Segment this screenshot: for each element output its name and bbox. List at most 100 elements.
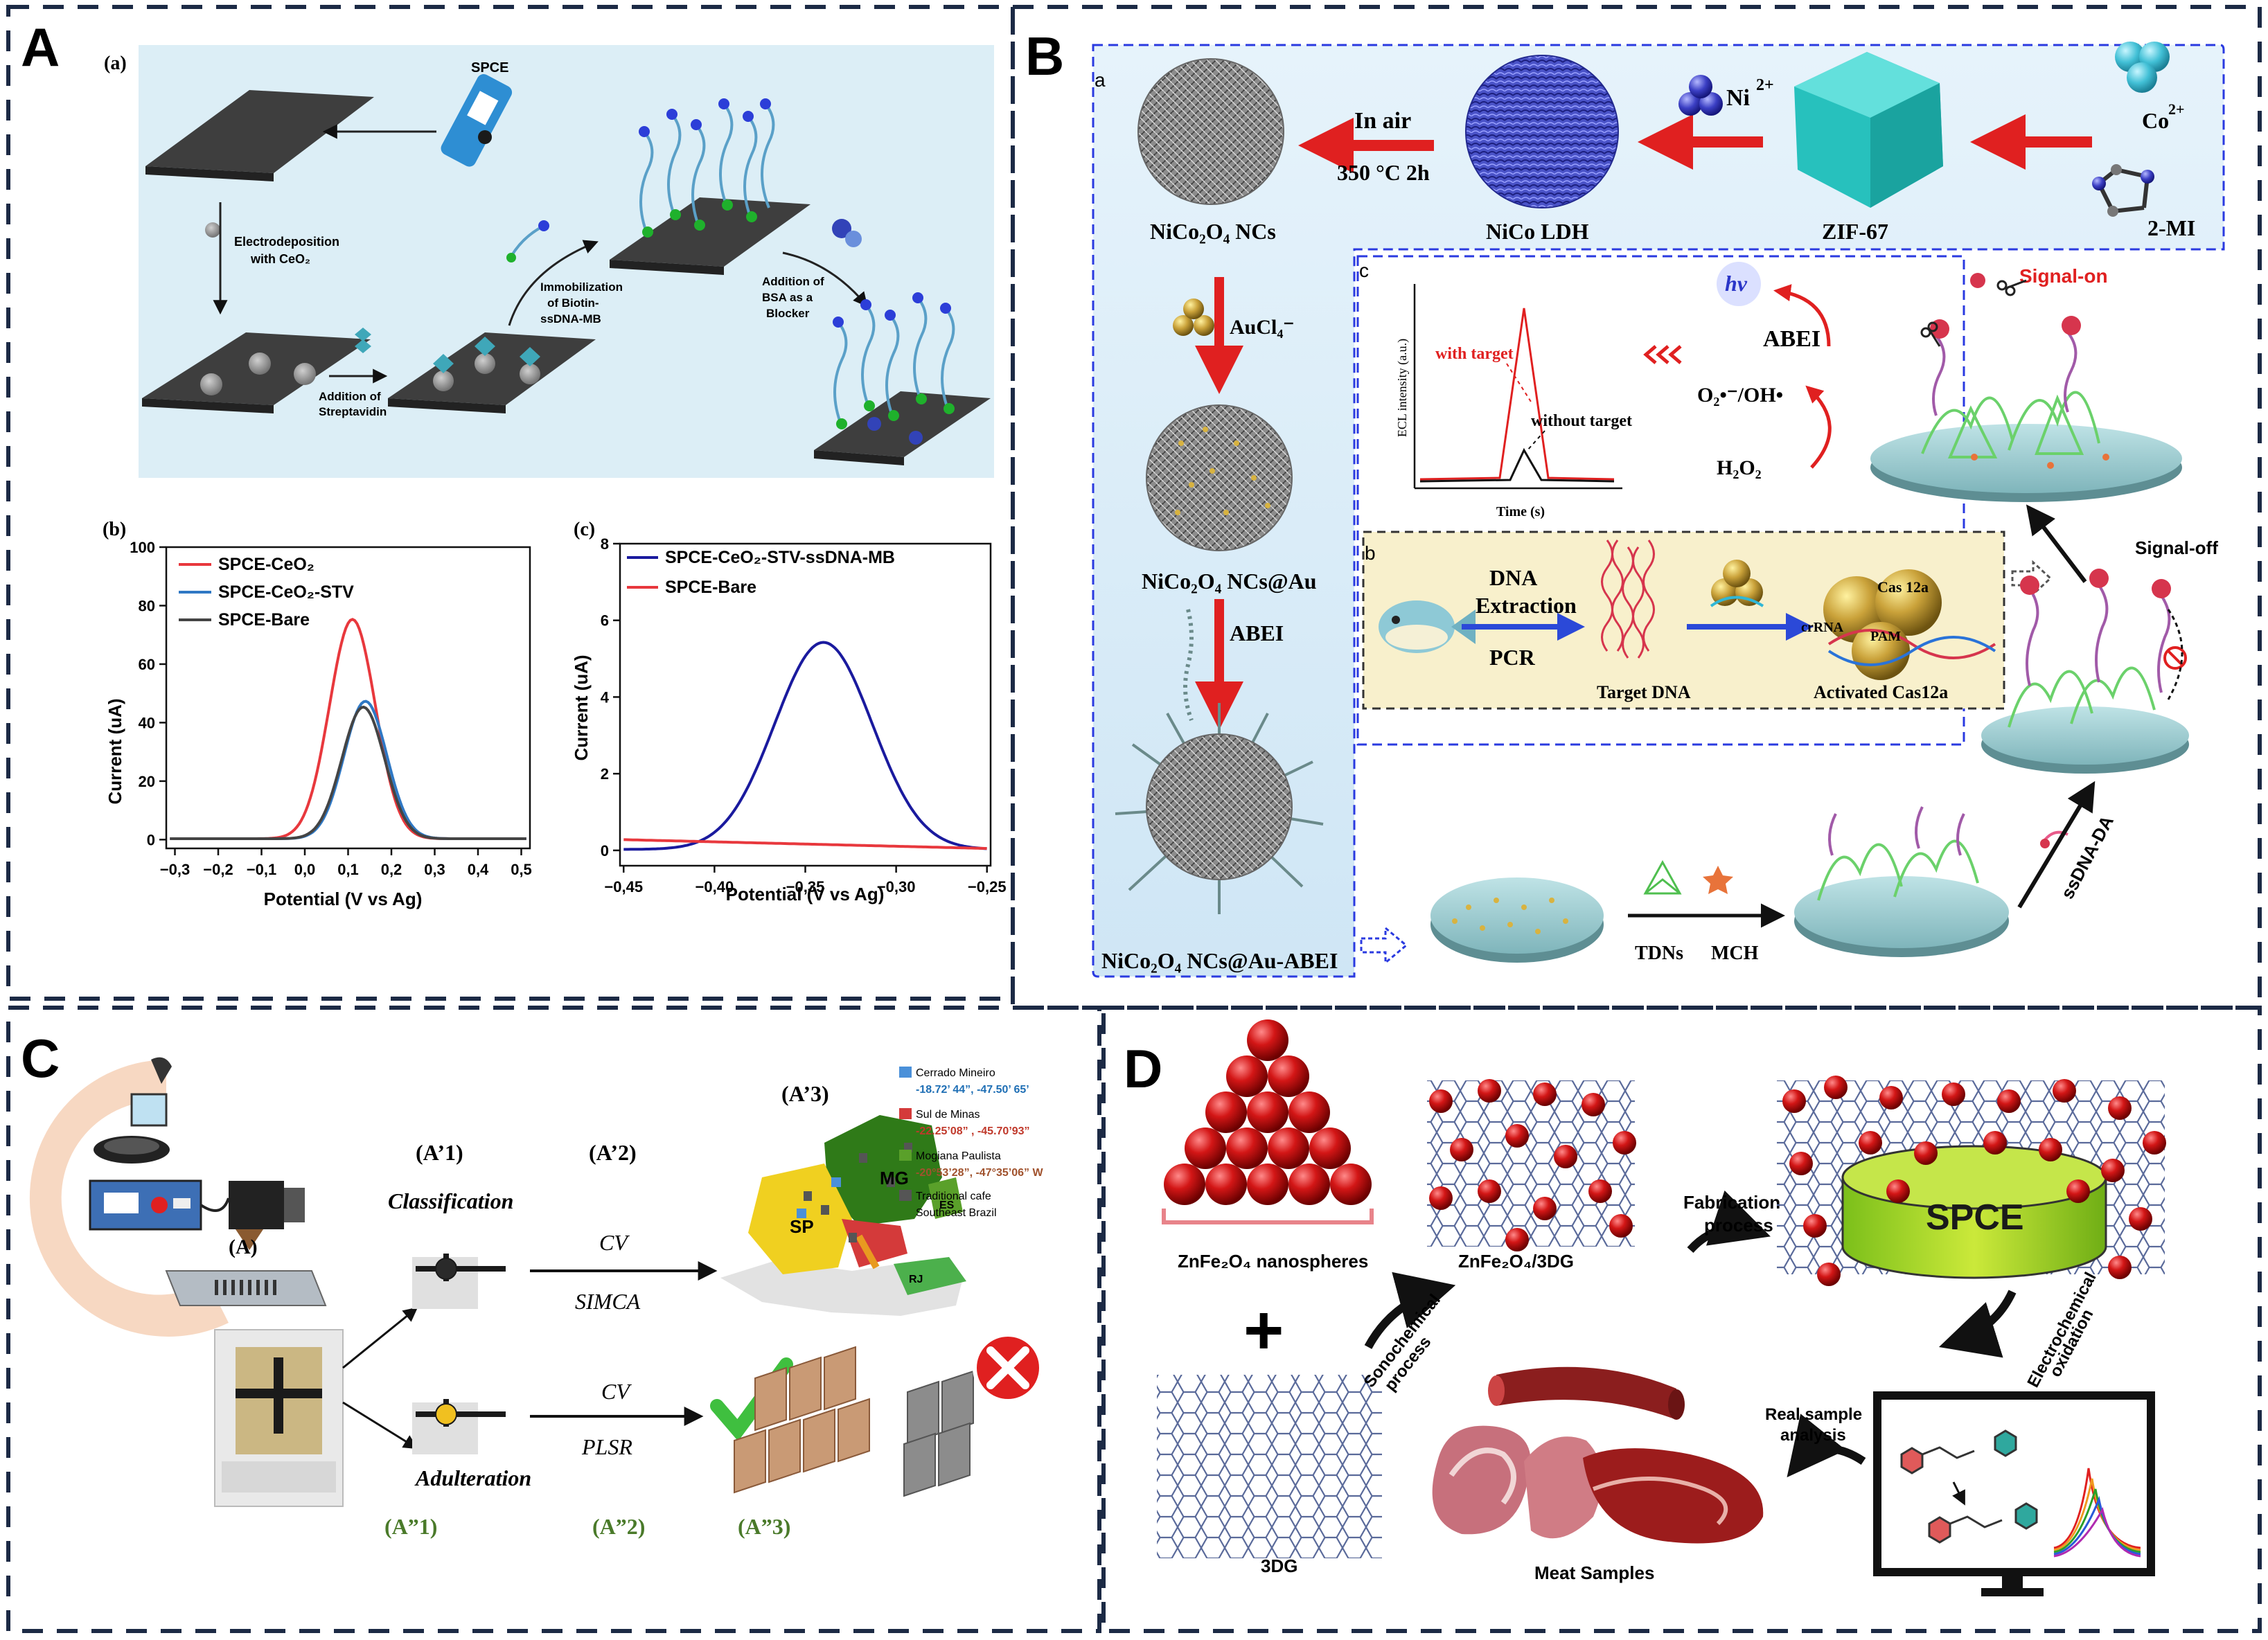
series-line bbox=[170, 705, 526, 840]
arrow-signal-off-to-on bbox=[2026, 504, 2087, 583]
label-a-dd2: (A”2) bbox=[592, 1514, 645, 1539]
nanosphere bbox=[1247, 1164, 1288, 1205]
spce-sphere bbox=[2101, 1159, 2125, 1182]
abei-chain-icon bbox=[1183, 609, 1194, 722]
nanospheres-label: ZnFe₂O₄ nanospheres bbox=[1178, 1251, 1368, 1272]
chart-c-legend: SPCE-CeO₂-STV-ssDNA-MB SPCE-Bare bbox=[627, 548, 895, 597]
map-label-es: ES bbox=[939, 1200, 955, 1211]
spce-sphere bbox=[1782, 1089, 1806, 1113]
map-region-rj bbox=[894, 1257, 966, 1295]
x-tick-label: −0,40 bbox=[696, 878, 734, 895]
monitor-icon bbox=[1873, 1391, 2155, 1596]
coffee-bags-adulterated bbox=[903, 1370, 974, 1497]
legend-name-cerrado: Cerrado Mineiro bbox=[916, 1067, 995, 1079]
activated-cas12a-icon bbox=[1823, 569, 1996, 680]
x-tick-label: −0,1 bbox=[247, 861, 276, 878]
light-glow-icon bbox=[1717, 262, 1761, 306]
nico2o4-au-label: NiCo₂O₄ NCs@Au bbox=[1142, 569, 1317, 594]
arrow-abei-emission bbox=[1773, 284, 1831, 347]
x-tick-label: 0,3 bbox=[424, 861, 445, 878]
zif67-label: ZIF-67 bbox=[1822, 219, 1888, 244]
panel-frames bbox=[6, 5, 2262, 1633]
in-air-text: In air bbox=[1354, 108, 1411, 134]
legend-coords-mogiana: -20°53’28”, -47°35’06” W bbox=[916, 1167, 1043, 1179]
composite-sphere bbox=[1613, 1131, 1636, 1155]
composite-spheres bbox=[1429, 1079, 1636, 1251]
spce-sphere bbox=[2143, 1131, 2166, 1155]
y-tick-label: 6 bbox=[601, 612, 609, 630]
nanosphere bbox=[1247, 1091, 1288, 1133]
y-tick-label: 100 bbox=[130, 539, 155, 556]
panel-letter-d: D bbox=[1124, 1038, 1162, 1099]
temperature-text: 350 °C 2h bbox=[1337, 160, 1430, 185]
x-tick-label: −0,25 bbox=[968, 878, 1007, 895]
label-a3: (A’3) bbox=[781, 1081, 829, 1106]
panel-c-frame bbox=[6, 1006, 1101, 1633]
tdn-icon bbox=[1643, 859, 1682, 895]
aucl4-text: AuCl₄⁻ bbox=[1230, 316, 1294, 339]
arrow-to-adulteration bbox=[342, 1401, 418, 1450]
nanosphere bbox=[1226, 1055, 1268, 1097]
series-line bbox=[170, 699, 526, 840]
legend-name-mogiana: Mogiana Paulista bbox=[916, 1150, 1001, 1162]
co-charge-text: 2+ bbox=[2168, 100, 2185, 118]
panel-b-frame bbox=[1011, 5, 2262, 1010]
panel-b: B a c b In air 350 °C 2h Ni 2+ Co 2+ bbox=[1025, 26, 2225, 978]
map-label-rj: RJ bbox=[909, 1274, 923, 1285]
composite-sphere bbox=[1533, 1197, 1557, 1220]
map-legend: Cerrado Mineiro -18.72’ 44”, -47.50’ 65’… bbox=[899, 1067, 1043, 1219]
y-tick-label: 4 bbox=[601, 688, 610, 706]
2mi-molecule-icon bbox=[2092, 164, 2154, 217]
spce-sphere bbox=[1914, 1141, 1938, 1165]
cross-icon bbox=[973, 1332, 1043, 1403]
scissors-icon bbox=[1920, 279, 2027, 347]
arrow-electrochemical bbox=[1938, 1290, 2017, 1358]
chart-b-series bbox=[170, 618, 526, 840]
chart-c: (c) Current (uA) Potential (V vs Ag) −0,… bbox=[571, 519, 1007, 904]
spce-sphere bbox=[2066, 1179, 2090, 1203]
nico-ldh-particle bbox=[1465, 55, 1619, 208]
dna-text: DNA bbox=[1489, 565, 1537, 590]
label-a-dd3: (A”3) bbox=[738, 1514, 790, 1539]
classification-text: Classification bbox=[388, 1188, 513, 1213]
panel-d-frame bbox=[1101, 1006, 2262, 1633]
beaker-icon bbox=[130, 1057, 172, 1127]
spce-sphere bbox=[2108, 1256, 2132, 1279]
filament-spool-icon bbox=[94, 1136, 170, 1164]
pufferfish-icon bbox=[1379, 600, 1476, 653]
electrode-disc-bare bbox=[1430, 877, 1604, 963]
co-ions-icon bbox=[2115, 42, 2170, 93]
chart-b-ylabel: Current (uA) bbox=[105, 698, 125, 804]
coffee-bags-authentic bbox=[734, 1346, 870, 1494]
ecl-without-target-curve bbox=[1419, 447, 1615, 483]
activated-cas12a-label: Activated Cas12a bbox=[1814, 682, 1948, 702]
chevrons-icon bbox=[1643, 345, 1682, 364]
legend-icon-traditional bbox=[899, 1190, 912, 1201]
arrow-real-sample bbox=[1787, 1414, 1866, 1478]
y-tick-label: 0 bbox=[147, 831, 155, 848]
x-tick-label: 0,1 bbox=[337, 861, 359, 878]
nico2o4-label: NiCo₂O₄ NCs bbox=[1150, 219, 1276, 244]
arrow-bsa bbox=[782, 251, 868, 308]
nanosphere bbox=[1268, 1055, 1309, 1097]
step-with-ceo2-text: with CeO₂ bbox=[250, 252, 310, 266]
nico2o4-au-abei-particle bbox=[1115, 703, 1324, 914]
nico2o4-nc-particle bbox=[1137, 58, 1284, 205]
plus-sign: + bbox=[1243, 1292, 1284, 1369]
arrow-to-classification bbox=[342, 1307, 418, 1369]
map-label-mg: MG bbox=[880, 1168, 909, 1188]
nanosphere bbox=[1247, 1019, 1288, 1061]
pcr-text: PCR bbox=[1489, 645, 1536, 670]
label-a-dd1: (A”1) bbox=[384, 1514, 437, 1539]
step-bsa-1-text: Addition of bbox=[762, 275, 824, 288]
fab-text-1: Fabrication bbox=[1683, 1192, 1780, 1213]
znfe2o4-nanosphere-pyramid bbox=[1164, 1019, 1372, 1205]
sensor-icon-classification bbox=[412, 1254, 506, 1309]
spce-sphere bbox=[1942, 1082, 1965, 1106]
legend-coords-sul-de-minas: -22.25’08” , -45.70’93” bbox=[916, 1125, 1030, 1137]
3dg-label: 3DG bbox=[1261, 1556, 1297, 1576]
nico-ldh-label: NiCo LDH bbox=[1486, 219, 1589, 244]
nanosphere bbox=[1330, 1164, 1372, 1205]
legend-icon-mogiana bbox=[899, 1150, 912, 1161]
spce-sphere bbox=[1817, 1263, 1841, 1286]
